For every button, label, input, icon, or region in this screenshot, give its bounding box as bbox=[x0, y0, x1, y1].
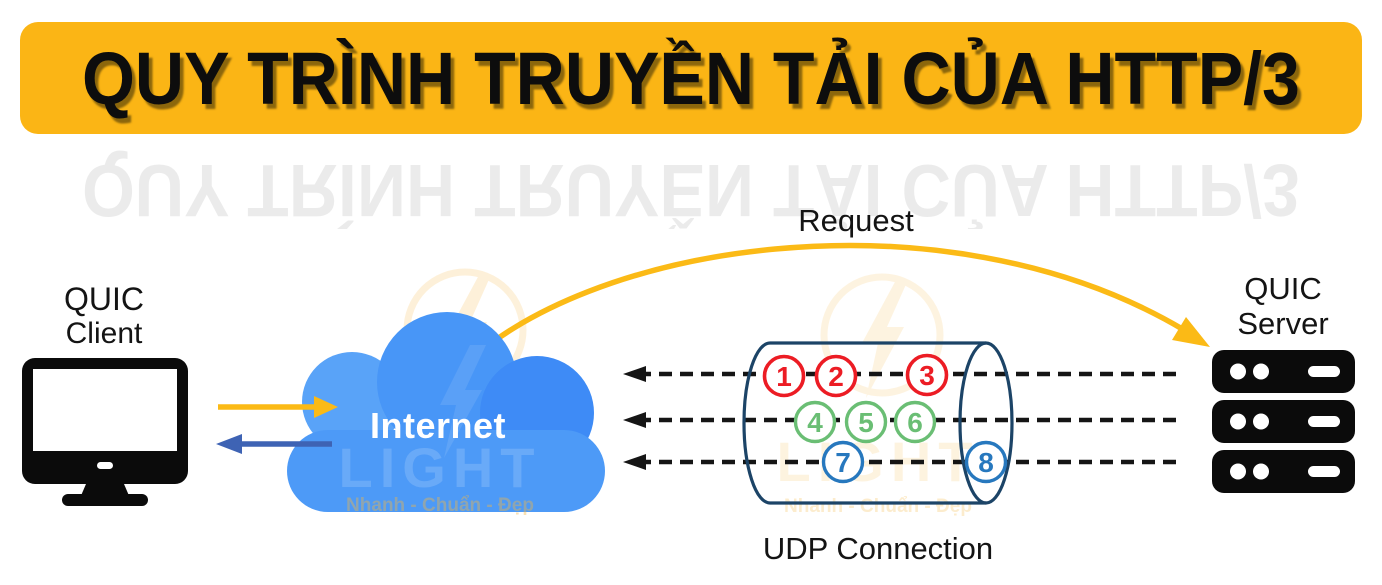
stream-circle-4: 4 bbox=[793, 400, 837, 444]
udp-connection-label: UDP Connection bbox=[762, 531, 994, 566]
internet-cloud-icon: LIGHT Nhanh - Chuẩn - Đẹp bbox=[287, 312, 605, 516]
left-arrowhead-icon bbox=[623, 454, 646, 470]
internet-label: Internet bbox=[369, 405, 506, 446]
blue-arrowhead-icon bbox=[216, 434, 242, 454]
svg-text:7: 7 bbox=[835, 447, 851, 478]
svg-text:4: 4 bbox=[807, 407, 823, 438]
quic-server-label-line2: Server bbox=[1237, 306, 1329, 341]
svg-text:6: 6 bbox=[907, 407, 923, 438]
stream-circles: 1 2 3 4 5 6 7 bbox=[762, 353, 1008, 484]
client-monitor-icon bbox=[22, 358, 188, 506]
svg-text:3: 3 bbox=[919, 360, 935, 391]
watermark-tagline-cylinder: Nhanh - Chuẩn - Đẹp bbox=[784, 496, 972, 517]
internet-to-client-arrow bbox=[216, 434, 332, 454]
left-arrowhead-icon bbox=[623, 366, 646, 382]
svg-text:1: 1 bbox=[776, 361, 792, 392]
dashed-response-arrow-1 bbox=[623, 366, 1176, 382]
dashed-response-arrow-2 bbox=[623, 412, 1176, 428]
stream-circle-1: 1 bbox=[762, 354, 806, 398]
watermark-brand-cloud: LIGHT bbox=[339, 436, 542, 499]
stream-circle-2: 2 bbox=[814, 354, 858, 398]
svg-text:5: 5 bbox=[858, 407, 874, 438]
client-to-internet-arrow bbox=[218, 396, 338, 418]
quic-client-label-line1: QUIC bbox=[64, 281, 144, 317]
quic-client-label-line2: Client bbox=[65, 317, 143, 350]
request-arrowhead-icon bbox=[1172, 317, 1210, 347]
udp-cylinder bbox=[742, 341, 1014, 505]
stream-circle-7: 7 bbox=[821, 440, 865, 484]
left-arrowhead-icon bbox=[623, 412, 646, 428]
stream-circle-6: 6 bbox=[893, 400, 937, 444]
svg-text:2: 2 bbox=[828, 361, 844, 392]
watermark-bolt-cylinder-icon bbox=[820, 273, 944, 398]
title-banner: QUY TRÌNH TRUYỀN TẢI CỦA HTTP/3 bbox=[20, 22, 1362, 134]
stream-circle-3: 3 bbox=[905, 353, 949, 397]
watermark-tagline-cloud: Nhanh - Chuẩn - Đẹp bbox=[346, 495, 534, 516]
yellow-arrowhead-icon bbox=[314, 396, 338, 418]
stream-circle-5: 5 bbox=[844, 400, 888, 444]
request-label: Request bbox=[798, 203, 914, 238]
dashed-response-arrow-3 bbox=[623, 454, 1176, 470]
watermark-bolt-inner-icon bbox=[440, 345, 486, 458]
request-arrow bbox=[455, 242, 1187, 375]
server-rack-icon bbox=[1212, 350, 1355, 493]
stream-circle-8: 8 bbox=[964, 440, 1008, 484]
svg-text:8: 8 bbox=[978, 447, 994, 478]
page-title: QUY TRÌNH TRUYỀN TẢI CỦA HTTP/3 bbox=[82, 36, 1300, 120]
quic-server-label-line1: QUIC bbox=[1244, 271, 1322, 306]
